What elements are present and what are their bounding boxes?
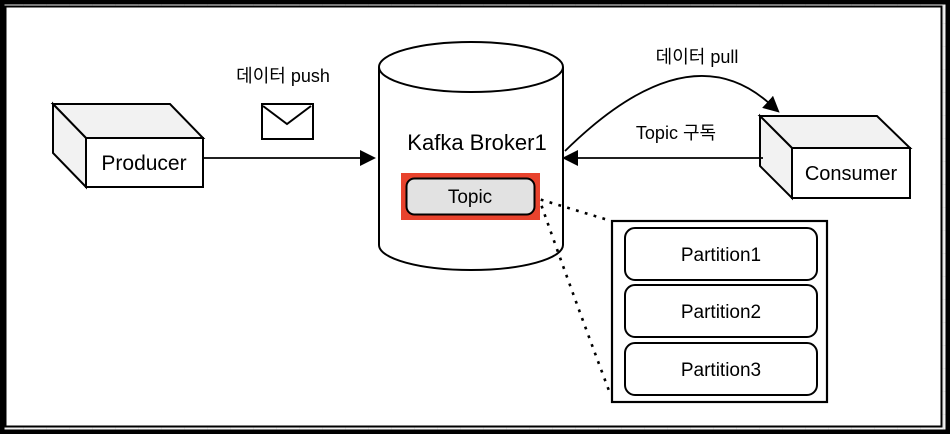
- partition1-box: [624, 227, 818, 281]
- producer-node: Producer: [50, 101, 206, 190]
- envelope-body: [261, 103, 314, 140]
- pull-arrow: [564, 75, 780, 152]
- producer-label: Producer: [101, 152, 186, 175]
- topic-partition-dotted-line-bottom: [540, 205, 613, 398]
- partition1-label: Partition1: [681, 245, 761, 266]
- subscribe-arrow-label: Topic 구독: [636, 123, 716, 143]
- partition2-label: Partition2: [681, 302, 761, 323]
- consumer-box-front-face: [791, 147, 911, 199]
- producer-box-front-face: [85, 137, 204, 188]
- partition3-label: Partition3: [681, 360, 761, 381]
- envelope-flap: [262, 105, 312, 126]
- topic-node: Topic: [401, 173, 540, 220]
- message-envelope-icon: [261, 103, 314, 140]
- partition2-box: [624, 284, 818, 338]
- topic-label: Topic: [448, 187, 492, 208]
- broker-cylinder-body: [378, 67, 564, 271]
- kafka-broker-node: Kafka Broker1 Topic: [378, 41, 564, 271]
- partition-container: Partition1 Partition2 Partition3: [610, 219, 829, 404]
- topic-box: [405, 177, 536, 216]
- broker-cylinder-top: [378, 41, 564, 93]
- consumer-label: Consumer: [805, 163, 898, 185]
- push-arrow-label: 데이터 push: [236, 66, 330, 86]
- broker-label: Kafka Broker1: [407, 130, 546, 155]
- consumer-node: Consumer: [757, 113, 913, 201]
- pull-arrow-label: 데이터 pull: [656, 47, 739, 67]
- partition3-box: [624, 342, 818, 396]
